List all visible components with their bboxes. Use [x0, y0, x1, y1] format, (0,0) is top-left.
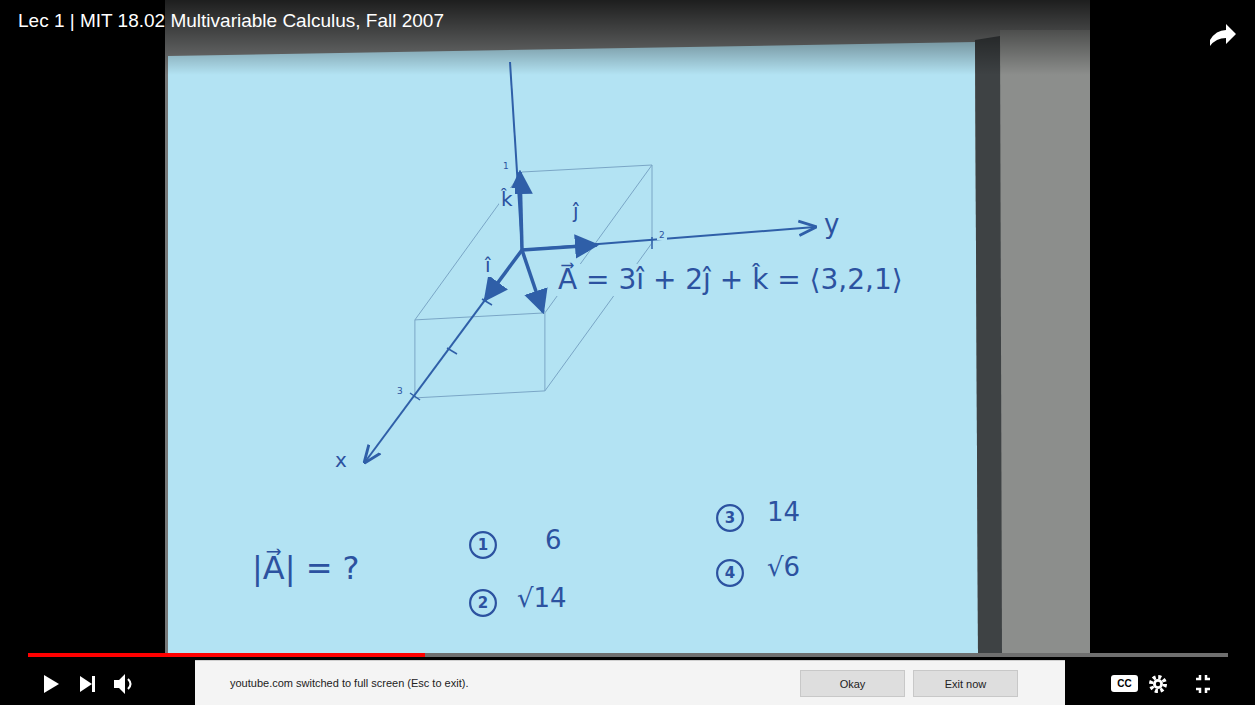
settings-icon [1151, 677, 1165, 691]
exit-button: Exit now [913, 670, 1018, 697]
coordinate-axes [365, 62, 815, 462]
fullscreen-notice: youtube.com switched to full screen (Esc… [195, 660, 1065, 705]
unit-vector-label: ĵ [571, 200, 581, 223]
unit-vector-label: î [483, 254, 493, 277]
button-text: Exit now [945, 678, 987, 690]
room-wall [1000, 30, 1090, 655]
choice-number: 4 [716, 559, 744, 587]
choice-number-text: 3 [725, 509, 735, 527]
answer-choice: 6 [543, 526, 564, 556]
choice-circle [717, 505, 743, 531]
exit-fullscreen-icon [1196, 675, 1210, 693]
vector-equation: A⃗ = 3î + 2ĵ + k̂ = ⟨3,2,1⟩ [556, 264, 905, 296]
progress-played [28, 653, 425, 657]
unit-vector-label: k̂ [499, 188, 515, 211]
axis-label: y [822, 210, 841, 240]
choice-number: 2 [469, 589, 497, 617]
choice-number: 1 [469, 531, 497, 559]
button-text: CC [1117, 678, 1131, 689]
share-icon [1210, 24, 1236, 46]
tick-label: 2 [657, 230, 667, 240]
button-text: Okay [840, 678, 866, 690]
answer-choice: √14 [515, 584, 569, 614]
okay-button: Okay [800, 670, 905, 697]
choice-number-text: 4 [725, 564, 735, 582]
button-text: youtube.com switched to full screen (Esc… [230, 677, 468, 689]
projection-screen [168, 42, 978, 655]
tick-label: 1 [501, 161, 511, 171]
tick-label: 3 [395, 386, 405, 396]
choice-number-text: 2 [478, 594, 488, 612]
question-text: |A⃗| = ? [250, 550, 362, 587]
choice-number-text: 1 [478, 536, 488, 554]
progress-track [28, 653, 1228, 657]
volume-icon [114, 674, 131, 694]
choice-circle [470, 532, 496, 558]
play-icon [44, 675, 59, 693]
title-shade [0, 0, 1255, 75]
axis-ticks [410, 237, 652, 400]
choice-circle [717, 560, 743, 586]
axis-label: x [333, 449, 349, 472]
screen-frame [975, 36, 1002, 655]
room-wall [165, 0, 1090, 655]
video-title: Lec 1 | MIT 18.02 Multivariable Calculus… [18, 10, 444, 32]
captions-button: CC [1111, 675, 1138, 692]
answer-choice: 14 [765, 498, 802, 528]
next-icon [80, 676, 95, 692]
answer-choice: √6 [765, 553, 802, 583]
choice-number: 3 [716, 504, 744, 532]
choice-circle [470, 590, 496, 616]
